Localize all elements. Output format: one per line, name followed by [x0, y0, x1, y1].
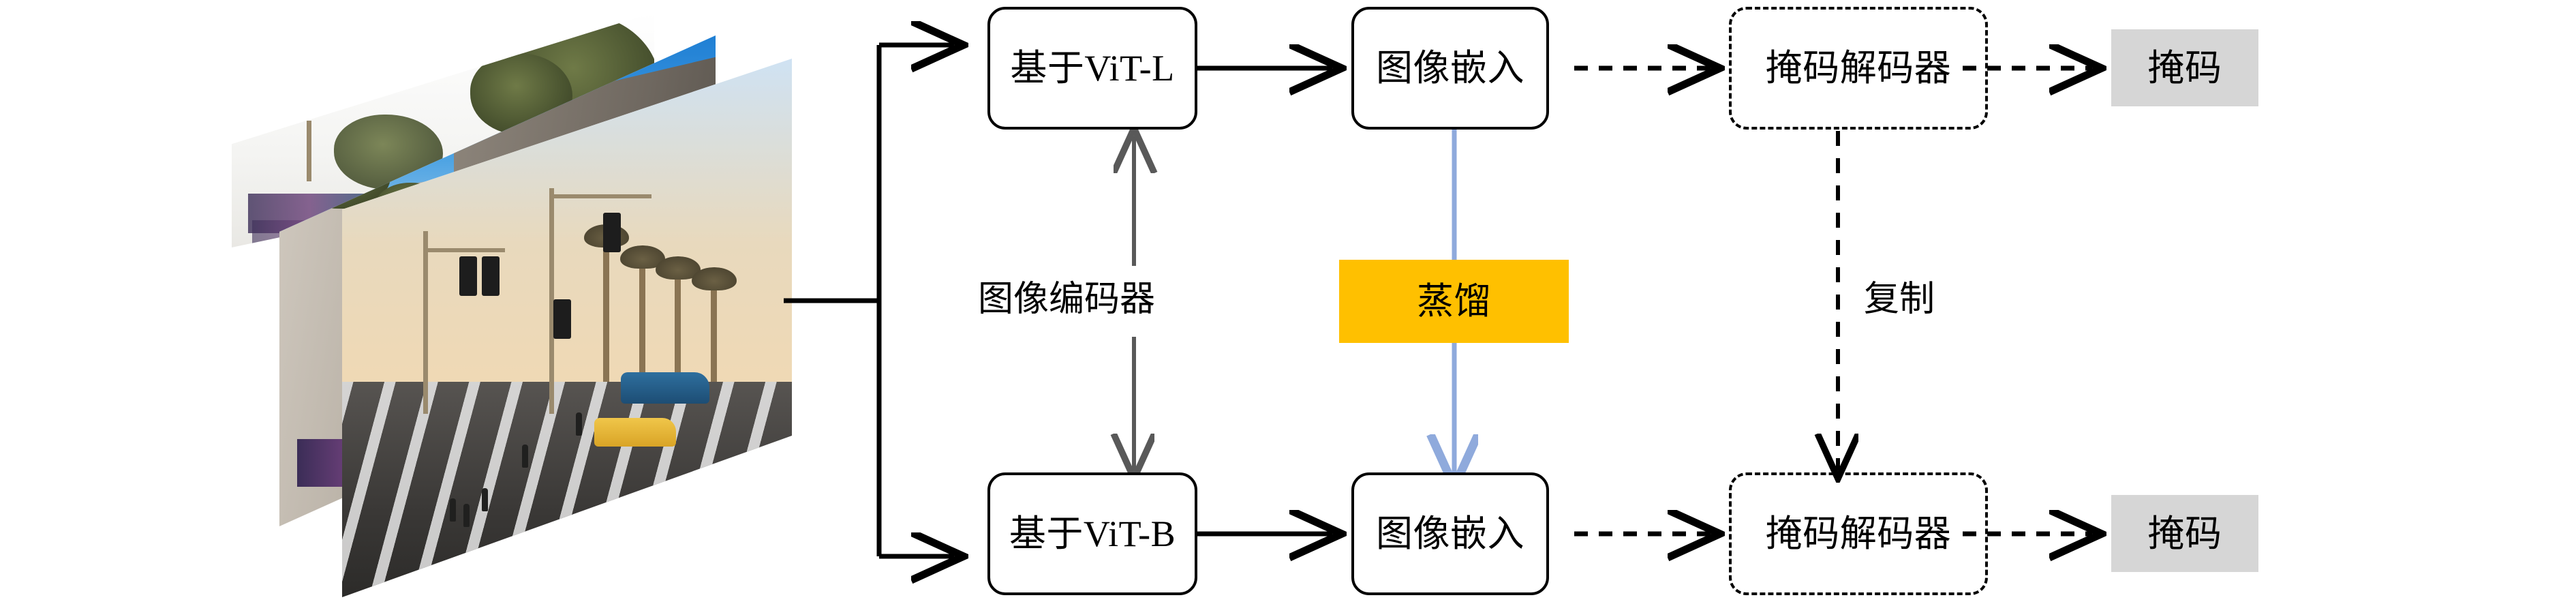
node-student-decoder-label: 掩码解码器 [1765, 513, 1952, 554]
node-teacher-encoder[interactable]: 基于ViT-L [987, 7, 1197, 130]
node-student-encoder[interactable]: 基于ViT-B [987, 472, 1197, 595]
image-encoder-annotation: 图像编码器 [978, 282, 1155, 318]
node-teacher-mask-output[interactable]: 掩码 [2111, 29, 2258, 106]
node-distillation-label: 蒸馏 [1417, 281, 1491, 322]
node-teacher-embedding-label: 图像嵌入 [1376, 48, 1524, 89]
node-teacher-embedding[interactable]: 图像嵌入 [1351, 7, 1549, 130]
node-student-embedding[interactable]: 图像嵌入 [1351, 472, 1549, 595]
node-student-mask-label: 掩码 [2147, 513, 2222, 554]
node-teacher-mask-label: 掩码 [2147, 47, 2222, 89]
stack-photo-front [342, 59, 792, 597]
node-distillation[interactable]: 蒸馏 [1339, 260, 1569, 343]
node-student-decoder[interactable]: 掩码解码器 [1729, 472, 1988, 595]
image-stack [225, 0, 838, 602]
node-teacher-encoder-label: 基于ViT-L [1010, 48, 1175, 89]
node-student-embedding-label: 图像嵌入 [1376, 513, 1524, 554]
node-teacher-decoder[interactable]: 掩码解码器 [1729, 7, 1988, 130]
node-student-encoder-label: 基于ViT-B [1009, 513, 1176, 554]
image-encoder-annotation-text: 图像编码器 [978, 280, 1156, 319]
node-teacher-decoder-label: 掩码解码器 [1765, 48, 1952, 89]
input-split-connector [784, 45, 954, 556]
copy-annotation: 复制 [1864, 282, 1935, 318]
copy-annotation-text: 复制 [1864, 280, 1935, 319]
node-student-mask-output[interactable]: 掩码 [2111, 495, 2258, 572]
